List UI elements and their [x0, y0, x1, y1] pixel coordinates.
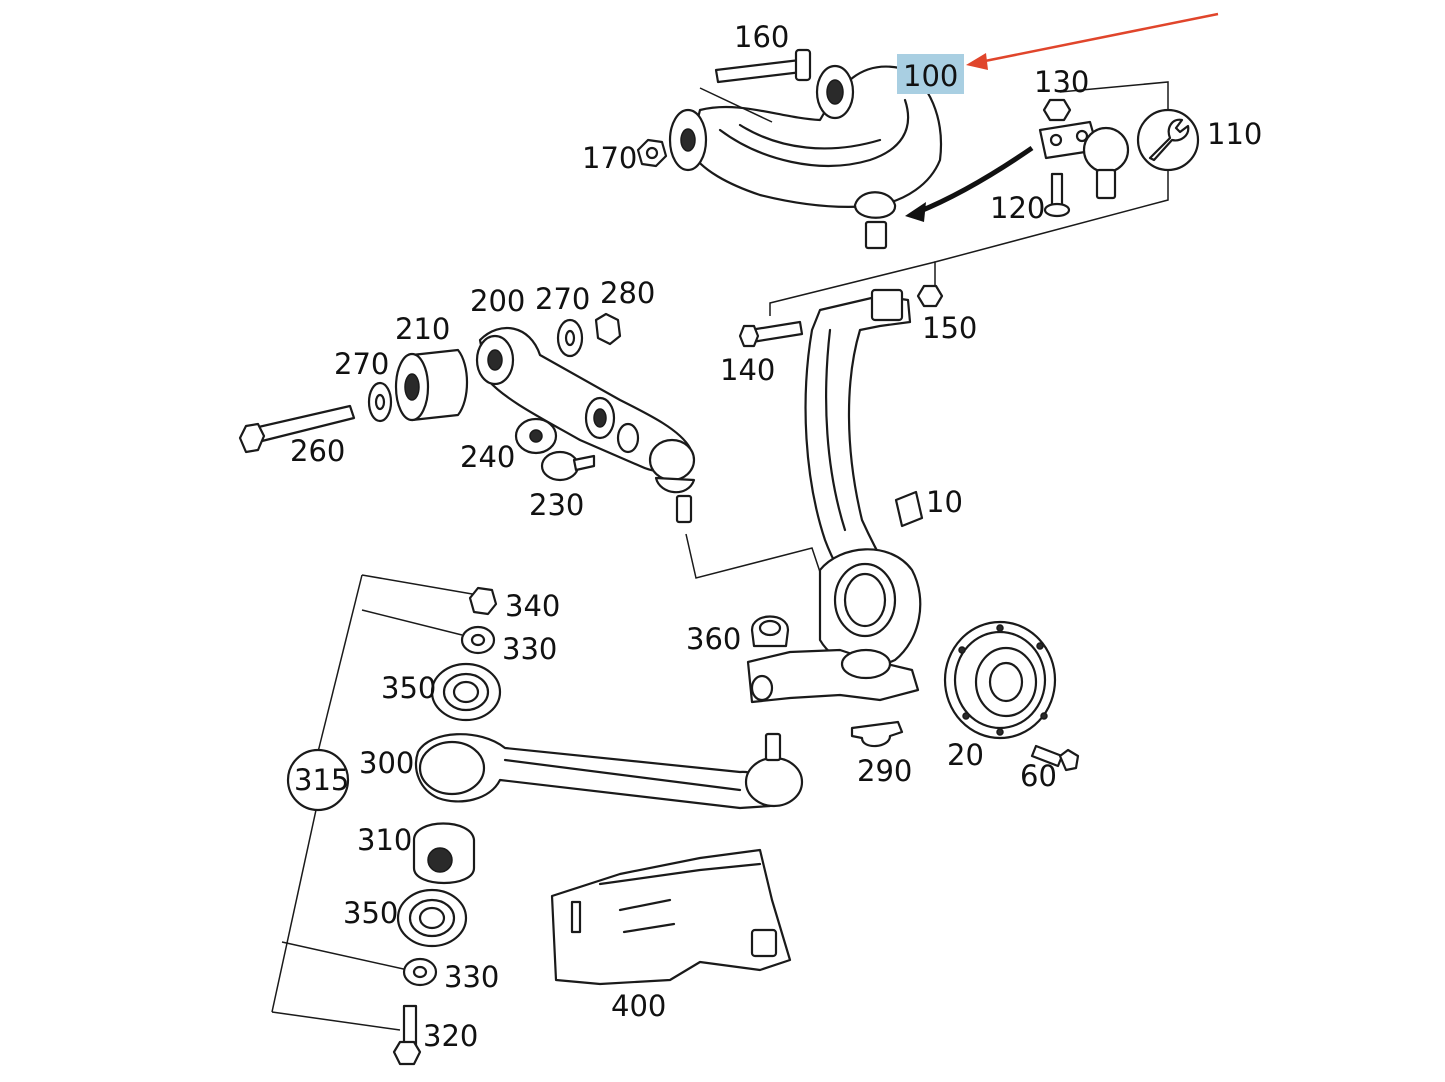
label-230: 230 — [529, 488, 584, 522]
label-200: 200 — [470, 284, 525, 318]
label-210: 210 — [395, 312, 450, 346]
label-150: 150 — [922, 311, 977, 345]
label-100: 100 — [903, 59, 958, 93]
label-350-bottom: 350 — [343, 896, 398, 930]
label-20: 20 — [947, 738, 984, 772]
label-10: 10 — [926, 485, 963, 519]
label-270-top: 270 — [535, 282, 590, 316]
highlight-box — [897, 54, 964, 94]
label-240: 240 — [460, 440, 515, 474]
label-350-top: 350 — [381, 671, 436, 705]
label-360: 360 — [686, 622, 741, 656]
label-300: 300 — [359, 746, 414, 780]
wheel-hub — [850, 620, 1080, 772]
label-140: 140 — [720, 353, 775, 387]
label-170: 170 — [582, 141, 637, 175]
label-400: 400 — [611, 989, 666, 1023]
label-330-top: 330 — [502, 632, 557, 666]
underbody-shield — [550, 848, 792, 986]
label-130: 130 — [1034, 65, 1089, 99]
label-315: 315 — [294, 763, 349, 797]
label-110: 110 — [1207, 117, 1262, 151]
steering-knuckle — [738, 284, 944, 704]
label-260: 260 — [290, 434, 345, 468]
upper-control-arm — [636, 48, 942, 250]
label-60: 60 — [1020, 759, 1057, 793]
label-340: 340 — [505, 589, 560, 623]
label-120: 120 — [990, 191, 1045, 225]
tension-strut — [238, 312, 823, 579]
wrench-icon — [1136, 108, 1200, 172]
label-320: 320 — [423, 1019, 478, 1053]
lower-control-arm — [271, 574, 804, 1066]
label-270-left: 270 — [334, 347, 389, 381]
red-arrow — [966, 12, 1219, 70]
label-160: 160 — [734, 20, 789, 54]
label-330-bottom: 330 — [444, 960, 499, 994]
label-310: 310 — [357, 823, 412, 857]
label-280: 280 — [600, 276, 655, 310]
ball-joint-kit — [769, 81, 1200, 316]
label-290: 290 — [857, 754, 912, 788]
